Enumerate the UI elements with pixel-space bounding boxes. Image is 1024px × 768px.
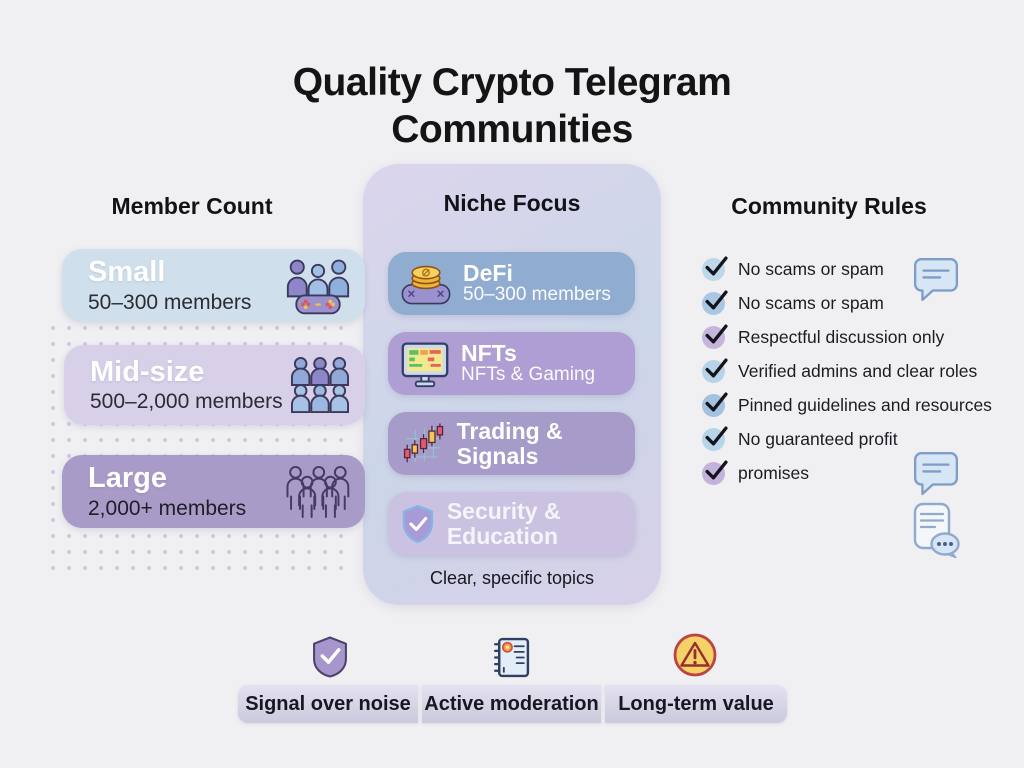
member-card-title: Mid-size (90, 355, 205, 388)
niche-focus-heading: Niche Focus (443, 190, 581, 216)
candlestick-chart-icon (403, 422, 444, 462)
niche-card-title: Trading & Signals (456, 417, 563, 469)
checkmark-icon (702, 256, 728, 281)
member-card-title: Large (88, 462, 167, 495)
checkmark-icon (702, 358, 728, 383)
shield-check-icon (402, 504, 434, 543)
member-card-mid-size: Mid-size 500–2,000 members (64, 345, 365, 425)
rule-label: promises (738, 463, 809, 483)
member-card-large: Large 2,000+ members (62, 455, 365, 528)
chat-bubble-icon (913, 258, 959, 302)
rule-item: No scams or spam (702, 290, 1002, 315)
member-card-subtitle: 50–300 members (88, 290, 252, 314)
member-card-subtitle: 2,000+ members (88, 496, 247, 520)
rule-label: No scams or spam (738, 293, 884, 313)
people-trio-controller-icon (286, 259, 350, 314)
community-rules-heading: Community Rules (731, 193, 927, 219)
badge-label: Active moderation (424, 692, 599, 715)
badge-signal-over-noise: Signal over noise (238, 685, 418, 723)
niche-card-security: Security & Education (388, 492, 635, 555)
rule-label: Pinned guidelines and resources (738, 395, 992, 415)
warning-icon (673, 633, 717, 677)
rule-item: Verified admins and clear roles (702, 358, 1002, 383)
checkmark-icon (702, 426, 728, 451)
niche-card-title: DeFi (463, 259, 513, 286)
rule-label: Respectful discussion only (738, 327, 945, 347)
people-six-icon (291, 356, 349, 414)
coins-controller-icon (401, 265, 451, 304)
niche-focus-panel: Niche Focus DeFi 50–300 members (363, 164, 661, 605)
chat-bubble-icon (913, 452, 959, 496)
rule-item: Respectful discussion only (702, 324, 1002, 349)
member-count-heading: Member Count (111, 193, 273, 219)
niche-card-nfts: NFTs NFTs & Gaming (388, 332, 635, 395)
rule-item: No guaranteed profit (702, 426, 1002, 451)
niche-card-defi: DeFi 50–300 members (388, 252, 635, 315)
checkmark-icon (702, 324, 728, 349)
badge-label: Signal over noise (245, 692, 411, 715)
checkmark-icon (702, 392, 728, 417)
rule-item: No scams or spam (702, 256, 1002, 281)
niche-card-title: NFTs (461, 339, 517, 366)
nft-monitor-icon (401, 341, 449, 387)
rule-label: Verified admins and clear roles (738, 361, 978, 381)
member-card-small: Small 50–300 members (62, 249, 365, 322)
page-title-text: Quality Crypto Telegram Communities (292, 61, 732, 151)
niche-card-subtitle: 50–300 members (463, 284, 611, 306)
member-card-title: Small (88, 256, 166, 289)
niche-card-title: Security & Education (446, 497, 561, 549)
member-card-subtitle: 500–2,000 members (90, 390, 283, 414)
rule-label: No guaranteed profit (738, 429, 898, 449)
niche-card-trading: Trading & Signals (388, 412, 635, 475)
badge-label: Long-term value (618, 692, 774, 715)
document-chat-icon (913, 502, 960, 558)
niche-card-subtitle: NFTs & Gaming (461, 364, 596, 386)
badge-long-term-value: Long-term value (605, 685, 787, 723)
people-crowd-outline-icon (286, 465, 350, 518)
shield-check-badge-icon (313, 636, 347, 678)
checkmark-icon (702, 460, 728, 485)
notebook-icon (494, 637, 530, 678)
community-rules-list: No scams or spam No scams or spam Respec… (702, 256, 1002, 496)
checkmark-icon (702, 290, 728, 315)
badge-active-moderation: Active moderation (422, 685, 601, 723)
page-title: Quality Crypto Telegram Communities (0, 60, 1024, 154)
rule-label: No scams or spam (738, 259, 884, 279)
niche-focus-caption: Clear, specific topics (429, 568, 595, 588)
rule-item: Pinned guidelines and resources (702, 392, 1002, 417)
rule-item: promises (702, 460, 1002, 485)
